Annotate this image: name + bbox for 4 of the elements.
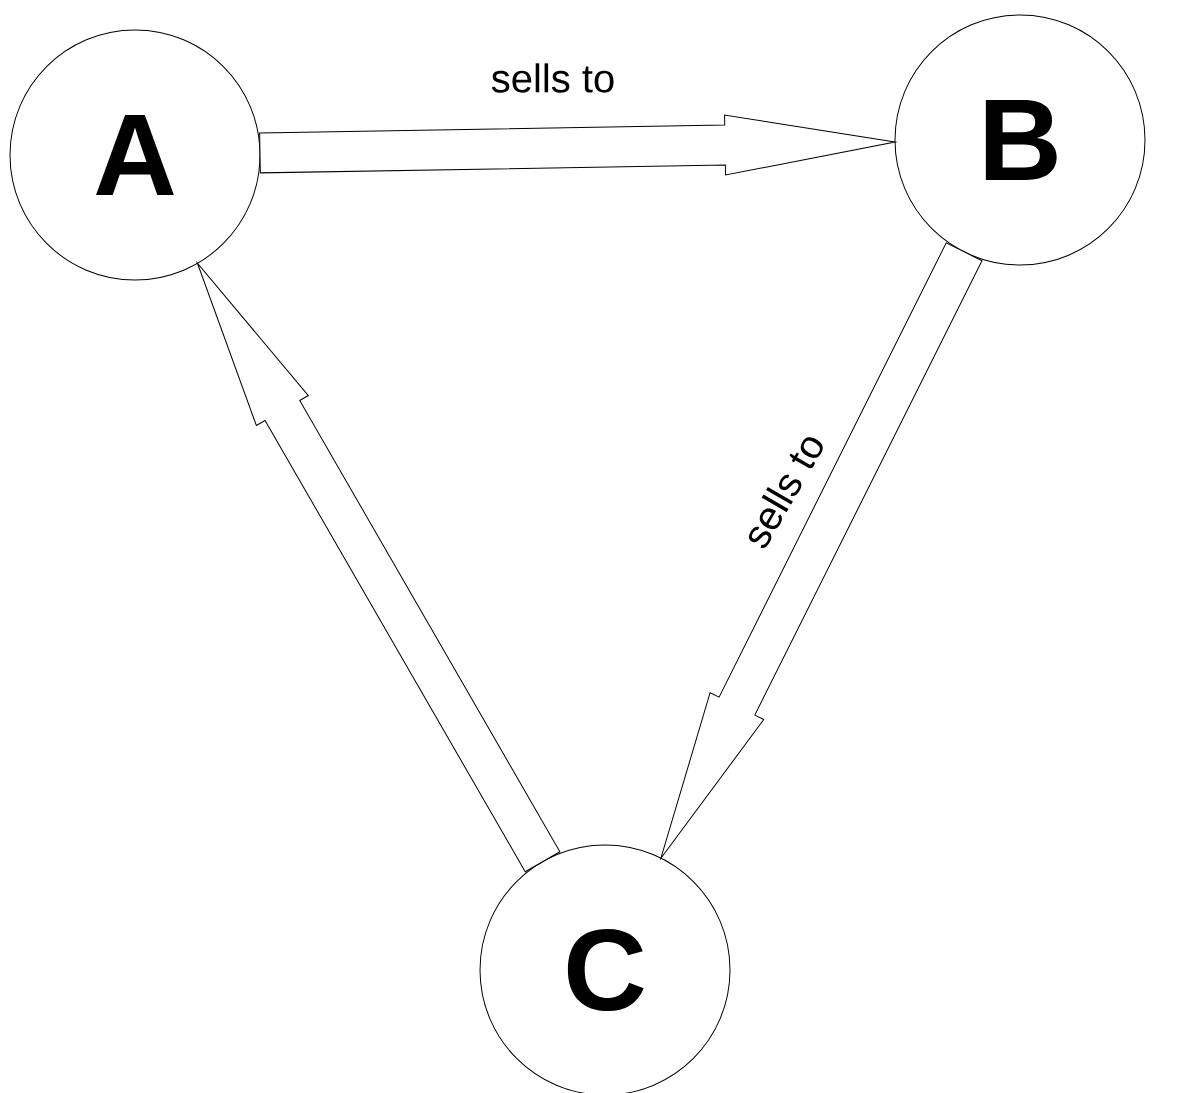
edge-label: sells to bbox=[488, 61, 618, 95]
block-arrow bbox=[660, 242, 983, 859]
block-arrow bbox=[196, 262, 561, 873]
block-arrow bbox=[259, 114, 896, 176]
